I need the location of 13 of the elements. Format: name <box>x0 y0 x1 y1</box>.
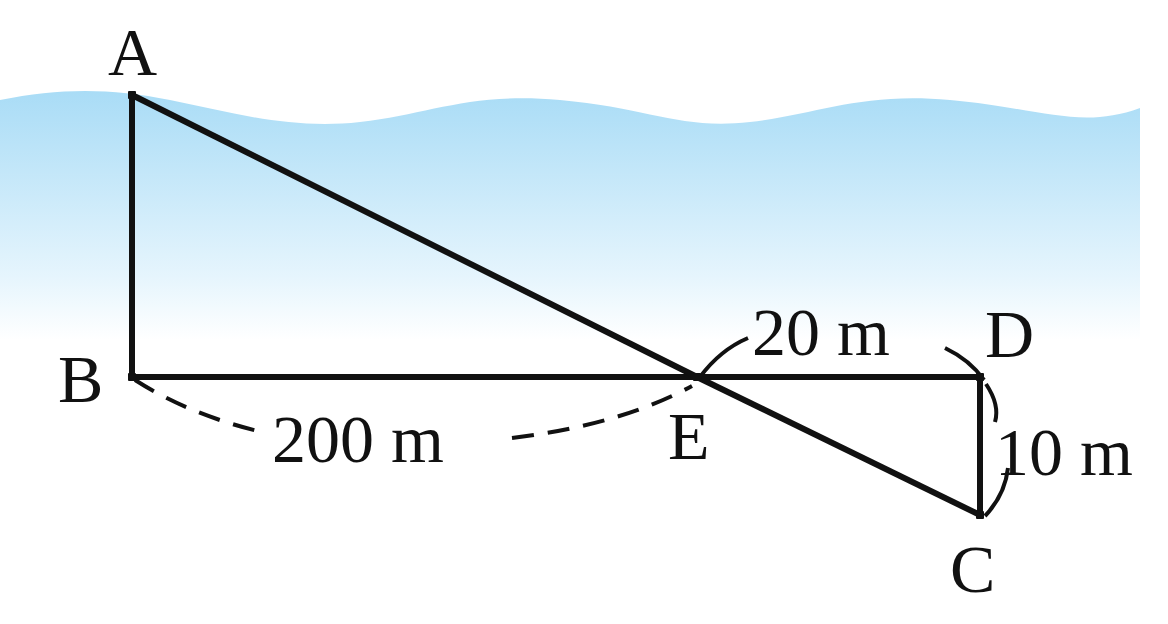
line-segment <box>977 378 983 514</box>
line-segment <box>133 374 696 380</box>
vertex-point <box>976 511 984 519</box>
point-label: D <box>985 300 1035 368</box>
point-label: B <box>58 345 104 413</box>
dimension-label: 20 m <box>752 298 890 366</box>
dimension-label: 10 m <box>995 418 1133 486</box>
line-segment <box>129 96 135 376</box>
point-label: E <box>668 402 710 470</box>
point-label: C <box>950 535 996 603</box>
vertex-point <box>128 91 136 99</box>
point-label: A <box>108 18 158 86</box>
dimension-label: 200 m <box>272 405 444 473</box>
